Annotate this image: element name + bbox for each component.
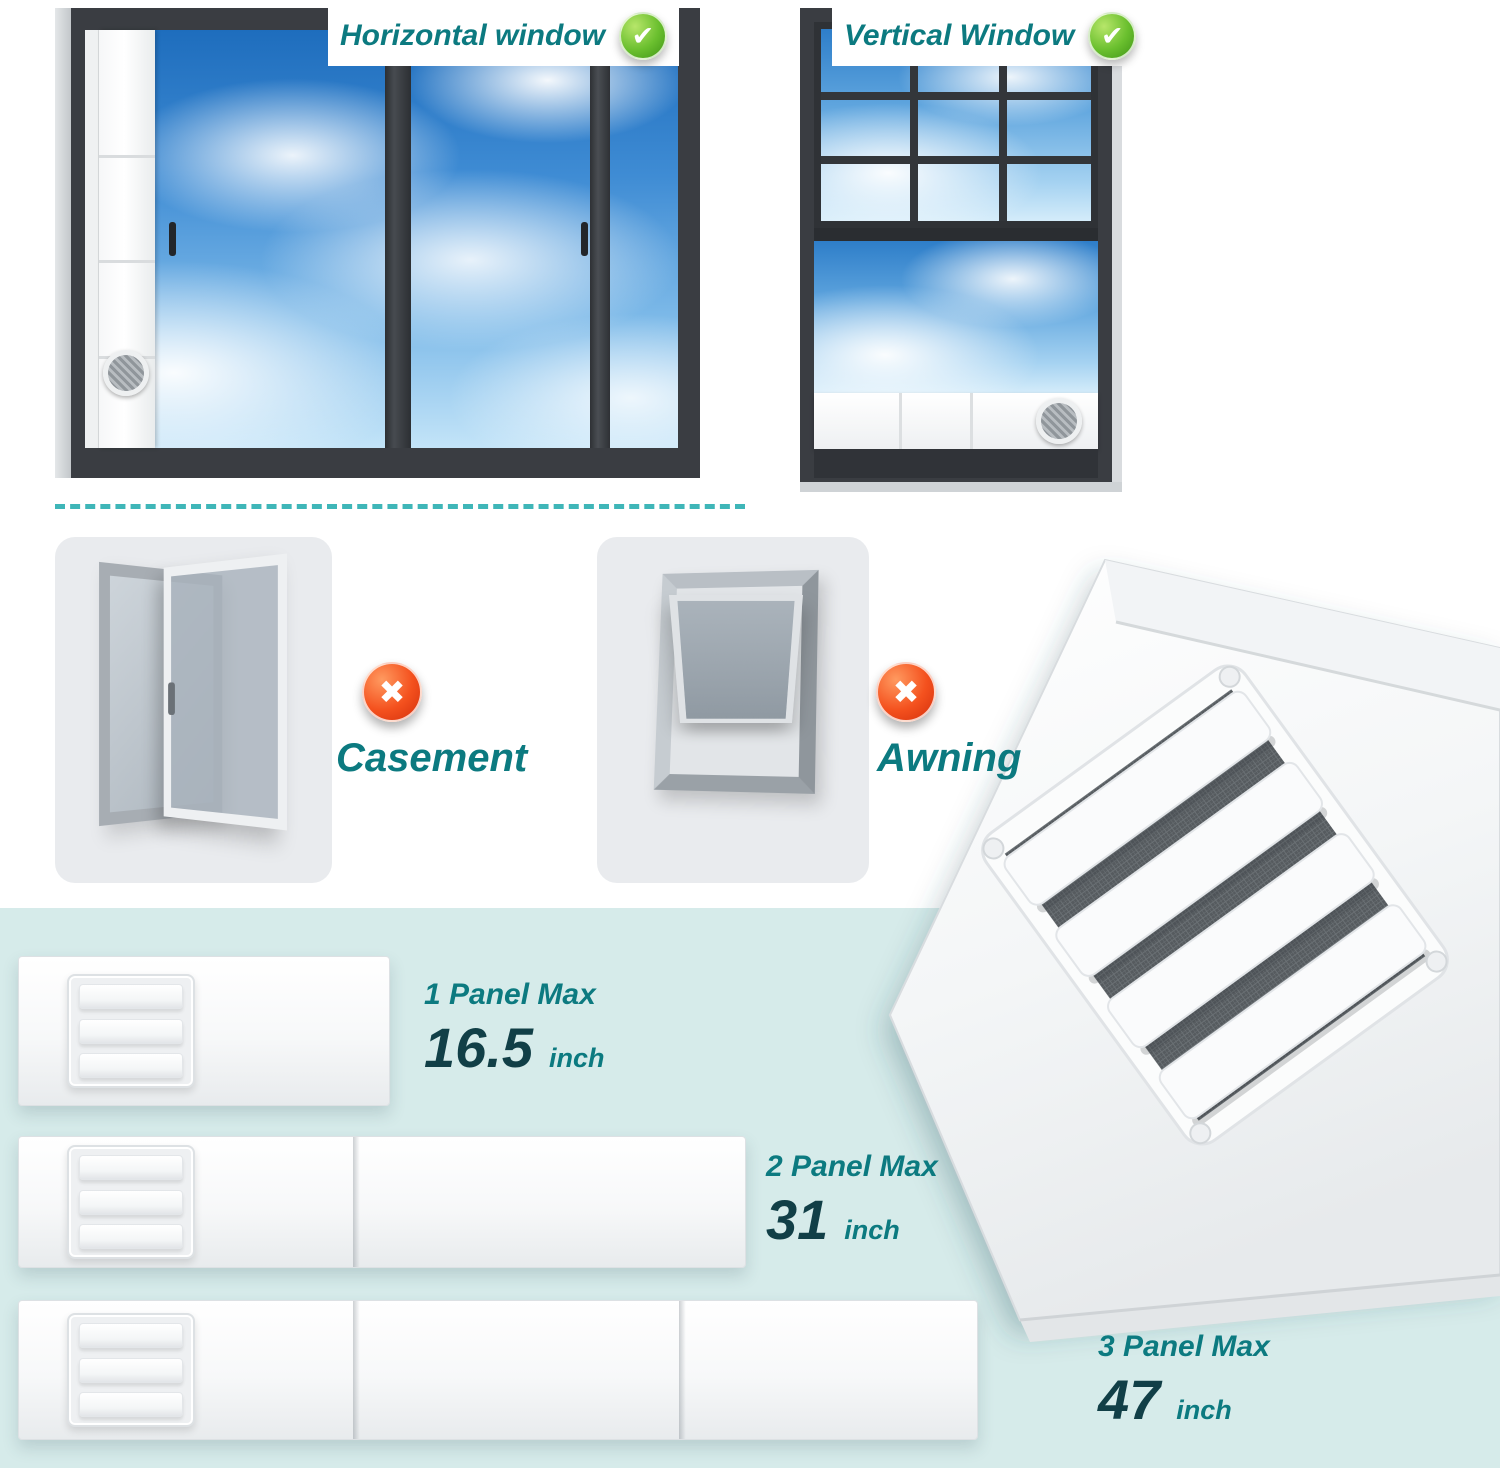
- dashed-divider: [55, 504, 745, 509]
- muntin-bar: [821, 155, 1091, 164]
- panel-bar-2: [18, 1136, 746, 1268]
- horizontal-window-photo: [55, 8, 700, 478]
- meeting-rail: [814, 228, 1098, 241]
- awning-card: [597, 537, 869, 883]
- check-icon: ✔: [618, 12, 667, 60]
- size-label-2: 2 Panel Max 31 inch: [766, 1150, 938, 1248]
- window-inner: [814, 22, 1098, 478]
- cross-glyph: ✖: [892, 674, 920, 710]
- row-value: 16.5: [424, 1016, 533, 1079]
- panel-seam: [679, 1301, 687, 1439]
- vent-louver: [67, 974, 195, 1088]
- sky-through-window: [814, 241, 1098, 393]
- panel-seam: [353, 1301, 361, 1439]
- outer-sill: [800, 482, 1122, 492]
- vent-slat: [79, 1053, 183, 1078]
- vertical-window-label: Vertical Window ✔: [832, 6, 1149, 66]
- casement-label: Casement: [336, 736, 528, 780]
- horizontal-window-label: Horizontal window ✔: [328, 6, 679, 66]
- awning-label: Awning: [877, 736, 1022, 780]
- vent-slat: [79, 1224, 183, 1249]
- cross-glyph: ✖: [378, 674, 406, 710]
- row-measurement: 16.5 inch: [424, 1020, 605, 1076]
- vertical-window-photo: [800, 8, 1122, 492]
- panel-seam: [970, 393, 974, 449]
- awning-open-sash: [669, 595, 803, 723]
- vent-slat: [79, 1155, 183, 1180]
- casement-card: [55, 537, 332, 883]
- check-glyph: ✔: [1101, 20, 1124, 51]
- muntin-bar: [821, 92, 1091, 101]
- row-value: 31: [766, 1188, 829, 1251]
- vent-slat: [79, 1323, 183, 1348]
- window-seal-panel-horizontal: [814, 393, 1098, 449]
- row-unit: inch: [844, 1215, 900, 1245]
- vent-slat: [79, 1392, 183, 1417]
- vent-slat: [79, 1189, 183, 1215]
- row-measurement: 31 inch: [766, 1192, 938, 1248]
- casement-open-sash: [163, 553, 287, 831]
- panel-seam: [353, 1137, 361, 1267]
- door-stile: [590, 30, 610, 448]
- wall-edge: [1112, 8, 1122, 492]
- size-label-1: 1 Panel Max 16.5 inch: [424, 978, 605, 1076]
- cross-icon: ✖: [876, 662, 936, 722]
- size-label-3: 3 Panel Max 47 inch: [1098, 1330, 1270, 1428]
- muntin-bar: [999, 29, 1008, 221]
- check-glyph: ✔: [631, 20, 655, 51]
- hose-vent-hole: [103, 350, 149, 396]
- panel-bar-1: [18, 956, 390, 1106]
- row-title: 3 Panel Max: [1098, 1330, 1270, 1363]
- row-measurement: 47 inch: [1098, 1372, 1270, 1428]
- muntin-bar: [910, 29, 919, 221]
- check-icon: ✔: [1088, 12, 1137, 60]
- horizontal-window-label-text: Horizontal window: [340, 19, 605, 52]
- vent-slat: [79, 1018, 183, 1044]
- vertical-window-label-text: Vertical Window: [844, 19, 1075, 52]
- hose-vent-hole: [1036, 398, 1082, 444]
- panel-seam: [99, 259, 155, 263]
- vent-louver: [67, 1145, 195, 1259]
- row-unit: inch: [1176, 1395, 1232, 1425]
- door-handle: [169, 222, 176, 257]
- vent-louver: [67, 1313, 195, 1427]
- vent-slat: [79, 1357, 183, 1383]
- door-handle: [581, 222, 588, 257]
- sky-through-window: [85, 30, 678, 448]
- panel-seam: [99, 155, 155, 159]
- window-seal-panel-vertical: [99, 30, 155, 448]
- row-title: 1 Panel Max: [424, 978, 596, 1011]
- window-sill: [814, 449, 1098, 478]
- wall-edge: [55, 8, 71, 478]
- row-value: 47: [1098, 1368, 1161, 1431]
- cross-icon: ✖: [362, 662, 422, 722]
- casement-handle: [168, 682, 175, 716]
- row-unit: inch: [549, 1043, 605, 1073]
- panel-bar-3: [18, 1300, 978, 1440]
- window-mullion: [385, 30, 411, 448]
- panel-seam: [899, 393, 903, 449]
- door-stile: [85, 30, 99, 448]
- row-title: 2 Panel Max: [766, 1150, 938, 1183]
- vent-slat: [79, 984, 183, 1009]
